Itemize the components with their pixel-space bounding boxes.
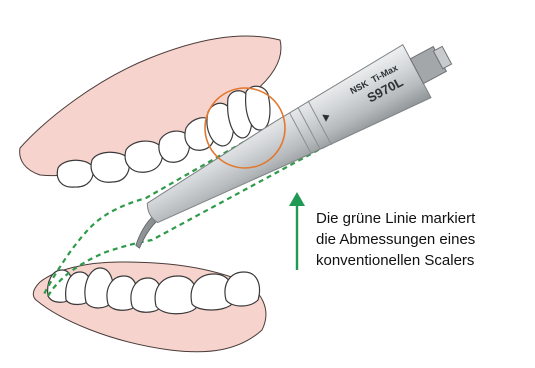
caption-line-1: Die grüne Linie markiert [316,208,535,229]
upper-molar-2 [91,152,129,182]
lower-molar-3 [225,272,259,306]
caption-line-3: konventionellen Scalers [316,250,535,271]
upper-molar-1 [57,160,93,187]
caption-line-2: die Abmessungen eines [316,229,535,250]
lower-jaw [33,262,266,352]
pointer-arrow [289,192,305,270]
upper-molar-3 [125,141,162,172]
caption: Die grüne Linie markiert die Abmessungen… [316,208,535,271]
